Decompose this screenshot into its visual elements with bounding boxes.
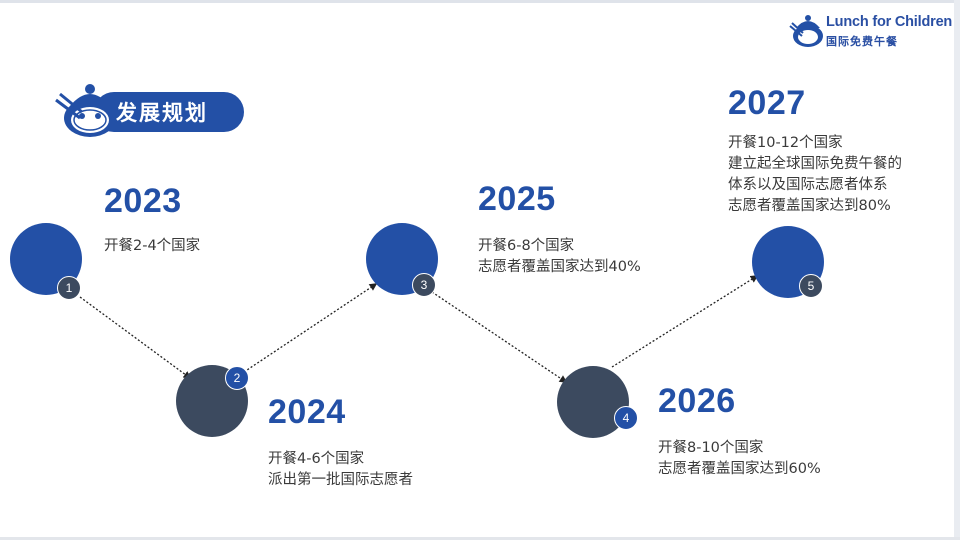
milestone-badge: 1	[57, 276, 81, 300]
milestone-year: 2023	[104, 182, 182, 220]
milestone-badge: 2	[225, 366, 249, 390]
milestone-year: 2025	[478, 180, 556, 218]
mascot-icon	[55, 84, 116, 137]
section-title-tag: 发展规划	[54, 80, 246, 144]
milestone-year: 2024	[268, 393, 346, 431]
mascot-logo-icon	[789, 15, 823, 47]
milestone-desc: 开餐8-10个国家 志愿者覆盖国家达到60%	[658, 438, 821, 480]
milestone-badge: 5	[799, 274, 823, 298]
milestone-desc-line: 派出第一批国际志愿者	[268, 472, 413, 488]
milestone-desc-line: 建立起全球国际免费午餐的	[728, 156, 902, 172]
connector-4-5	[611, 275, 759, 368]
top-edge	[0, 0, 960, 3]
brand-logo: Lunch for Children 国际免费午餐	[788, 12, 952, 54]
connector-1-2	[79, 296, 192, 379]
logo-name-en: Lunch for Children	[826, 14, 953, 30]
milestone-badge: 3	[412, 273, 436, 297]
milestone-desc-line: 开餐4-6个国家	[268, 451, 365, 467]
milestone-desc: 开餐4-6个国家 派出第一批国际志愿者	[268, 449, 413, 491]
logo-name-zh: 国际免费午餐	[826, 35, 898, 48]
milestone-desc-line: 志愿者覆盖国家达到80%	[728, 198, 891, 214]
milestone-desc: 开餐2-4个国家	[104, 236, 200, 257]
milestone-desc-line: 志愿者覆盖国家达到60%	[658, 461, 821, 477]
milestone-desc-line: 开餐10-12个国家	[728, 135, 843, 151]
bottom-edge	[0, 537, 960, 540]
milestone-desc: 开餐10-12个国家 建立起全球国际免费午餐的 体系以及国际志愿者体系 志愿者覆…	[728, 133, 902, 217]
milestone-badge: 4	[614, 406, 638, 430]
section-title: 发展规划	[116, 101, 208, 125]
milestone-desc: 开餐6-8个国家 志愿者覆盖国家达到40%	[478, 236, 641, 278]
right-edge	[954, 0, 960, 540]
milestone-desc-line: 志愿者覆盖国家达到40%	[478, 259, 641, 275]
section-title-pill	[94, 92, 244, 132]
milestone-desc-line: 开餐2-4个国家	[104, 238, 201, 254]
milestone-year: 2027	[728, 84, 806, 122]
milestone-desc-line: 开餐8-10个国家	[658, 440, 764, 456]
milestone-desc-line: 开餐6-8个国家	[478, 238, 575, 254]
connector-3-4	[431, 291, 568, 383]
connector-2-3	[243, 283, 378, 373]
milestone-year: 2026	[658, 382, 736, 420]
milestone-desc-line: 体系以及国际志愿者体系	[728, 177, 888, 193]
